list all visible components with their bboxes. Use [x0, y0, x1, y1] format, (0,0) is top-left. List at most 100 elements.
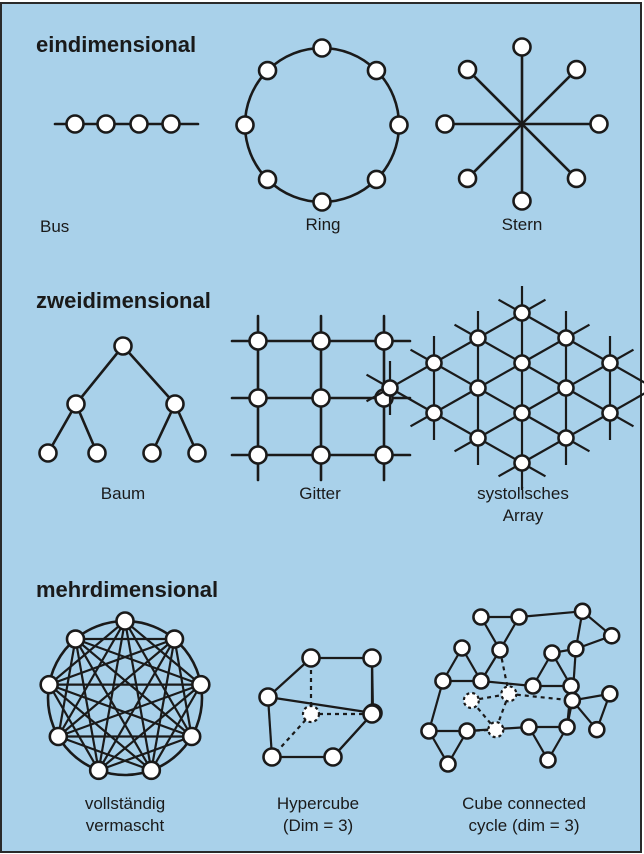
star-spoke	[466, 122, 524, 180]
full-mesh-node	[65, 629, 86, 649]
full-mesh-edge	[48, 637, 175, 686]
star-node	[566, 59, 587, 80]
full-mesh-edge	[48, 683, 193, 738]
hypercube-topology	[258, 648, 383, 767]
systolic-node	[513, 454, 531, 472]
ccc-node	[453, 639, 471, 657]
ccc-node	[491, 641, 509, 659]
ring-topology	[235, 38, 409, 212]
hypercube-edge	[266, 696, 274, 758]
full-mesh-edge	[74, 638, 153, 771]
ccc-cube-edge	[518, 610, 583, 619]
ccc-node	[434, 672, 452, 690]
ccc-node	[472, 672, 490, 690]
full-mesh-edge	[57, 620, 126, 738]
star-node	[512, 37, 532, 57]
hypercube-node	[262, 747, 282, 767]
heading-one-dimensional: eindimensional	[36, 32, 196, 57]
systolic-node	[513, 354, 531, 372]
ccc-node	[573, 602, 592, 621]
bus-node	[96, 114, 116, 134]
star-node	[589, 114, 609, 134]
grid-node	[248, 388, 268, 408]
systolic-node	[425, 404, 443, 422]
full-mesh-edge	[150, 638, 176, 771]
systolic-node	[469, 329, 487, 347]
systolic-node	[513, 404, 531, 422]
heading-multi-dimensional: mehrdimensional	[36, 577, 218, 602]
systolic-array-topology	[365, 286, 644, 490]
grid-node	[311, 445, 331, 465]
tree-node	[66, 394, 86, 414]
ring-node	[257, 60, 278, 81]
ring-node	[257, 169, 278, 190]
caption-ring: Ring	[306, 215, 341, 234]
ccc-node	[439, 755, 457, 773]
systolic-node	[469, 379, 487, 397]
full-mesh-edge	[74, 638, 193, 738]
tree-edge	[121, 344, 177, 406]
full-mesh-edge	[173, 638, 193, 737]
full-mesh-edge	[57, 638, 77, 737]
full-mesh-node	[48, 726, 69, 747]
caption-grid: Gitter	[299, 484, 341, 503]
caption-ccc-line-1: Cube connected	[462, 794, 586, 813]
ccc-node	[567, 640, 585, 658]
ccc-node	[510, 608, 528, 626]
systolic-node	[557, 329, 575, 347]
fully-connected-topology	[39, 611, 211, 781]
grid-node	[311, 388, 331, 408]
grid-topology	[230, 314, 412, 482]
grid-node	[248, 445, 268, 465]
tree-topology	[38, 336, 207, 463]
tree-node	[87, 443, 107, 463]
hypercube-edge	[267, 695, 374, 715]
caption-hypercube-line-2: (Dim = 3)	[283, 816, 353, 835]
ccc-cycle-edge	[471, 692, 510, 702]
bus-node	[161, 114, 181, 134]
grid-node	[374, 331, 394, 351]
systolic-node	[601, 404, 619, 422]
hypercube-node	[301, 648, 321, 668]
full-mesh-edge	[48, 684, 100, 771]
ccc-node	[562, 677, 580, 695]
ccc-node	[539, 751, 557, 769]
ring-node	[366, 169, 387, 190]
full-mesh-node	[141, 760, 162, 781]
star-spoke	[520, 68, 578, 126]
ccc-node	[420, 722, 438, 740]
tree-node	[113, 336, 133, 356]
ccc-cycle-edge	[494, 693, 510, 731]
systolic-node	[557, 379, 575, 397]
ring-node	[312, 192, 332, 212]
hypercube-node	[362, 648, 382, 668]
star-node	[512, 191, 532, 211]
full-mesh-node	[39, 674, 59, 695]
full-mesh-edge	[124, 620, 202, 686]
tree-node	[165, 394, 185, 414]
ring-node	[366, 60, 387, 81]
ccc-cube-edge	[508, 692, 573, 702]
ccc-node	[601, 685, 619, 703]
caption-tree: Baum	[101, 484, 145, 503]
grid-node	[311, 331, 331, 351]
hypercube-node	[323, 747, 343, 767]
ring-node	[235, 115, 255, 135]
ccc-node	[520, 718, 538, 736]
ccc-hidden-node	[500, 685, 518, 703]
hypercube-node	[258, 687, 278, 707]
tree-node	[142, 443, 162, 463]
full-mesh-edge	[123, 620, 153, 771]
star-node	[566, 168, 587, 189]
tree-node	[187, 443, 207, 463]
ccc-node	[543, 644, 561, 662]
star-spoke	[466, 68, 524, 126]
ccc-cycle-edge	[470, 699, 497, 731]
full-mesh-edge	[48, 620, 126, 686]
full-mesh-edge	[124, 620, 193, 738]
full-mesh-edge	[57, 638, 176, 738]
hypercube-node	[362, 704, 382, 724]
grid-node	[248, 331, 268, 351]
systolic-node	[469, 429, 487, 447]
